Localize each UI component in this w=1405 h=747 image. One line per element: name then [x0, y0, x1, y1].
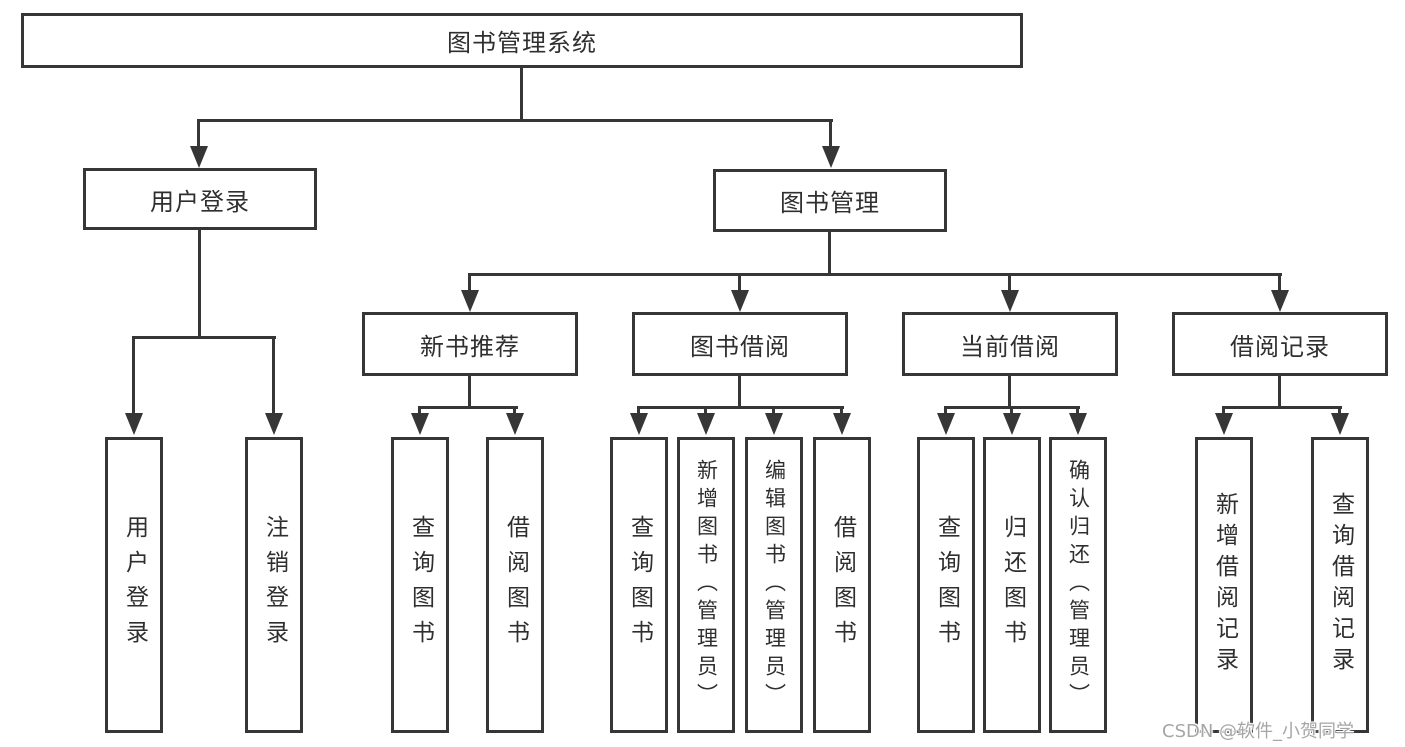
connector-vertical [418, 408, 421, 415]
node-root-label: 图书管理系统 [447, 29, 597, 57]
node-leaf-user-login: 用户登录 [105, 437, 163, 733]
connector-vertical [1010, 408, 1013, 415]
csdn-watermark: CSDN @软件_小贺同学 [1162, 721, 1355, 742]
node-leaf-cb-return-books: 归还图书 [983, 437, 1041, 733]
node-leaf-bb-borrow-books: 借阅图书 [813, 437, 871, 733]
connector-vertical [738, 275, 741, 291]
node-leaf-br-add-record: 新增借阅记录 [1195, 437, 1253, 733]
arrowhead-down [411, 413, 429, 435]
node-branch-book-management-label: 图书管理 [780, 189, 880, 217]
connector-vertical [840, 408, 843, 415]
connector-vertical [1278, 376, 1281, 408]
connector-vertical [520, 68, 523, 119]
connector-vertical [198, 230, 201, 338]
node-leaf-nbr-borrow-books: 借阅图书 [486, 437, 544, 733]
arrowhead-down [265, 413, 283, 435]
arrowhead-down [1003, 413, 1021, 435]
node-leaf-bb-query-books: 查询图书 [610, 437, 668, 733]
connector-vertical [468, 376, 471, 408]
connector-vertical [1008, 275, 1011, 291]
connector-vertical [738, 376, 741, 408]
connector-vertical [944, 408, 947, 415]
node-leaf-bb-edit-books-admin-label: 编辑图书（管理员） [762, 459, 787, 711]
node-leaf-br-query-record-label: 查询借阅记录 [1327, 492, 1354, 678]
arrowhead-down [630, 413, 648, 435]
arrowhead-down [190, 146, 208, 168]
connector-vertical [704, 408, 707, 415]
connector-vertical [1008, 376, 1011, 408]
connector-vertical [828, 232, 831, 275]
arrowhead-down [1331, 413, 1349, 435]
node-module-borrow-record-label: 借阅记录 [1230, 332, 1330, 361]
connector-vertical [1076, 408, 1079, 415]
connector-vertical [468, 275, 471, 291]
node-leaf-br-add-record-label: 新增借阅记录 [1211, 492, 1238, 678]
arrowhead-down [506, 413, 524, 435]
node-module-current-borrow: 当前借阅 [902, 312, 1118, 376]
node-module-book-borrow-label: 图书借阅 [690, 332, 790, 361]
node-module-borrow-record: 借阅记录 [1172, 312, 1388, 376]
node-leaf-cb-confirm-return-admin-label: 确认归还（管理员） [1066, 459, 1091, 711]
connector-horizontal [637, 406, 844, 409]
connector-horizontal [132, 336, 276, 339]
arrowhead-down [461, 290, 479, 312]
node-leaf-nbr-query-books-label: 查询图书 [407, 515, 434, 655]
arrowhead-down [1001, 290, 1019, 312]
node-leaf-user-login-label: 用户登录 [121, 515, 148, 655]
connector-horizontal [944, 406, 1080, 409]
arrowhead-down [765, 413, 783, 435]
connector-vertical [272, 338, 275, 414]
node-leaf-logout: 注销登录 [245, 437, 303, 733]
connector-vertical [1222, 408, 1225, 415]
node-branch-user-login-label: 用户登录 [150, 187, 250, 216]
node-module-new-book-recommend-label: 新书推荐 [420, 332, 520, 361]
arrowhead-down [937, 413, 955, 435]
node-leaf-br-query-record: 查询借阅记录 [1311, 437, 1369, 733]
arrowhead-down [822, 146, 840, 168]
connector-vertical [197, 121, 200, 148]
node-leaf-bb-borrow-books-label: 借阅图书 [829, 515, 856, 655]
arrowhead-down [833, 413, 851, 435]
arrowhead-down [731, 290, 749, 312]
node-leaf-bb-add-books-admin-label: 新增图书（管理员） [694, 459, 719, 711]
arrowhead-down [1271, 290, 1289, 312]
connector-horizontal [197, 119, 833, 122]
arrowhead-down [1215, 413, 1233, 435]
node-leaf-cb-return-books-label: 归还图书 [999, 515, 1026, 655]
node-branch-book-management: 图书管理 [713, 169, 947, 232]
connector-vertical [1338, 408, 1341, 415]
node-module-book-borrow: 图书借阅 [632, 312, 848, 376]
connector-horizontal [468, 273, 1282, 276]
connector-vertical [772, 408, 775, 415]
connector-horizontal [418, 406, 518, 409]
connector-vertical [829, 121, 832, 148]
connector-vertical [513, 408, 516, 415]
connector-vertical [637, 408, 640, 415]
node-module-new-book-recommend: 新书推荐 [362, 312, 578, 376]
node-leaf-bb-edit-books-admin: 编辑图书（管理员） [745, 437, 803, 733]
connector-horizontal [1222, 406, 1342, 409]
node-branch-user-login: 用户登录 [83, 168, 317, 230]
arrowhead-down [125, 413, 143, 435]
node-leaf-nbr-query-books: 查询图书 [391, 437, 449, 733]
node-root-library-system: 图书管理系统 [21, 13, 1023, 68]
node-module-current-borrow-label: 当前借阅 [960, 332, 1060, 361]
arrowhead-down [697, 413, 715, 435]
node-leaf-cb-query-books: 查询图书 [917, 437, 975, 733]
node-leaf-cb-confirm-return-admin: 确认归还（管理员） [1049, 437, 1107, 733]
node-leaf-bb-add-books-admin: 新增图书（管理员） [677, 437, 735, 733]
connector-vertical [1278, 275, 1281, 291]
node-leaf-bb-query-books-label: 查询图书 [626, 515, 653, 655]
connector-vertical [132, 338, 135, 414]
arrowhead-down [1069, 413, 1087, 435]
node-leaf-cb-query-books-label: 查询图书 [933, 515, 960, 655]
node-leaf-nbr-borrow-books-label: 借阅图书 [502, 515, 529, 655]
node-leaf-logout-label: 注销登录 [261, 515, 288, 655]
